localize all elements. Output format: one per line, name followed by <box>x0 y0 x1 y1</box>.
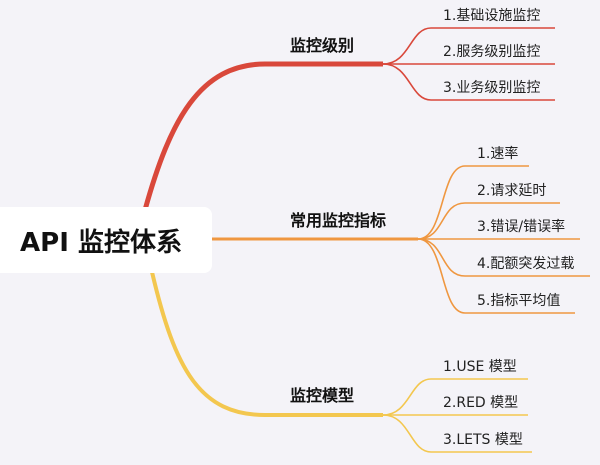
root-node[interactable]: API 监控体系 <box>0 207 212 273</box>
leaf-node[interactable]: 1.速率 <box>477 146 519 162</box>
topic-node-monitor-levels[interactable]: 监控级别 <box>290 36 355 55</box>
leaf-node[interactable]: 3.错误/错误率 <box>477 219 566 235</box>
leaf-node[interactable]: 2.服务级别监控 <box>443 44 541 60</box>
topic-node-common-metrics[interactable]: 常用监控指标 <box>290 211 387 230</box>
branch-line-1 <box>142 61 383 211</box>
leaf-node[interactable]: 2.RED 模型 <box>443 395 519 411</box>
branch-3-leaf-lines <box>382 378 532 453</box>
leaf-node[interactable]: 4.配额突发过载 <box>477 256 575 272</box>
leaf-node[interactable]: 5.指标平均值 <box>477 293 561 309</box>
branch-line-3 <box>150 271 383 417</box>
leaf-node[interactable]: 2.请求延时 <box>477 183 547 199</box>
branch-1-leaf-lines <box>382 27 555 101</box>
branch-2-leaf-lines <box>417 165 590 314</box>
leaf-node[interactable]: 1.基础设施监控 <box>443 8 541 24</box>
leaf-node[interactable]: 1.USE 模型 <box>443 359 517 375</box>
leaf-node[interactable]: 3.LETS 模型 <box>443 432 523 448</box>
topic-node-monitor-models[interactable]: 监控模型 <box>290 386 355 405</box>
leaf-node[interactable]: 3.业务级别监控 <box>443 80 541 96</box>
